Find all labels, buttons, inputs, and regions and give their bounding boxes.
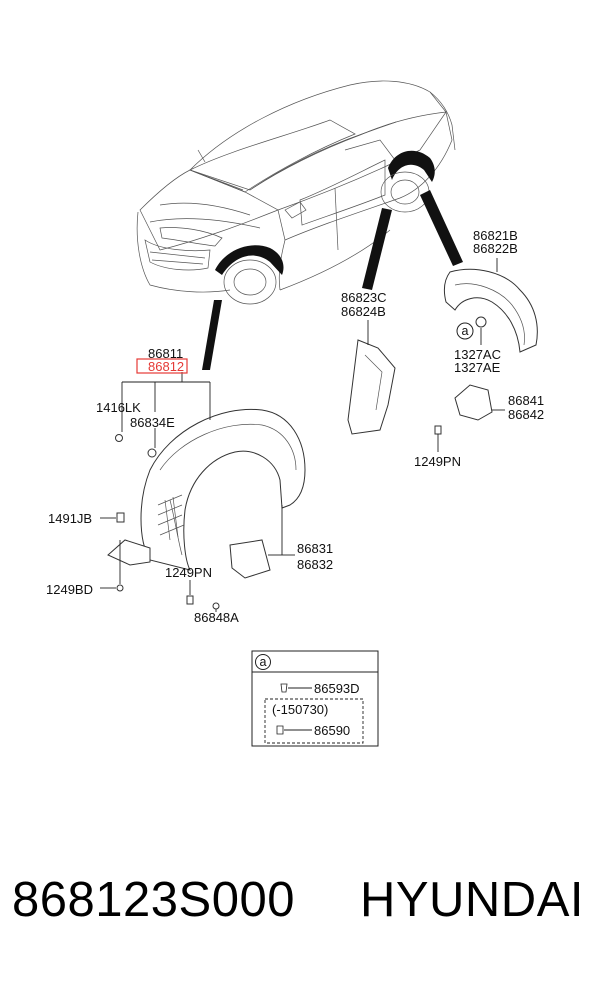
label-86823C: 86823C (341, 290, 387, 305)
callout-a-text: a (462, 324, 469, 338)
car-illustration (136, 80, 456, 305)
legend-item-86593D: 86593D (314, 681, 360, 696)
label-86824B: 86824B (341, 304, 386, 319)
clip-icon (280, 683, 288, 693)
label-1249PN-right: 1249PN (414, 454, 461, 469)
center-mud-guard (347, 339, 396, 435)
label-86842: 86842 (508, 407, 544, 422)
highlight-box (136, 358, 188, 374)
label-1249BD: 1249BD (46, 582, 93, 597)
legend-key: a (260, 655, 267, 669)
brand-name: HYUNDAI (359, 873, 584, 927)
callout-a-marker: a (456, 322, 474, 340)
fasteners (115, 316, 487, 610)
label-86822B: 86822B (473, 241, 518, 256)
legend-note: (-150730) (272, 702, 328, 717)
rear-wheel-guard (443, 268, 538, 353)
pointer-arrows (202, 190, 463, 370)
label-86812-highlighted: 86812 (148, 359, 184, 374)
nut-icon (276, 725, 284, 735)
label-86821B: 86821B (473, 228, 518, 243)
legend-box: a 86593D (-150730) 86590 (251, 650, 379, 747)
part-labels: 86811 86812 1416LK 86834E 1491JB 1249BD … (46, 228, 544, 625)
label-1327AE: 1327AE (454, 360, 501, 375)
label-1416LK: 1416LK (96, 400, 141, 415)
label-86848A: 86848A (194, 610, 239, 625)
rear-mud-flap (454, 384, 493, 421)
label-86832: 86832 (297, 557, 333, 572)
label-86834E: 86834E (130, 415, 175, 430)
label-1491JB: 1491JB (48, 511, 92, 526)
legend-item-86590: 86590 (314, 723, 350, 738)
footer: 868123S000 HYUNDAI (0, 872, 600, 952)
label-1249PN-left: 1249PN (165, 565, 212, 580)
label-86811: 86811 (148, 346, 183, 361)
label-86841: 86841 (508, 393, 544, 408)
label-1327AC: 1327AC (454, 347, 501, 362)
part-number: 868123S000 (12, 873, 295, 927)
front-wheel-guard (107, 408, 306, 579)
leader-lines (100, 258, 505, 612)
label-86831: 86831 (297, 541, 333, 556)
